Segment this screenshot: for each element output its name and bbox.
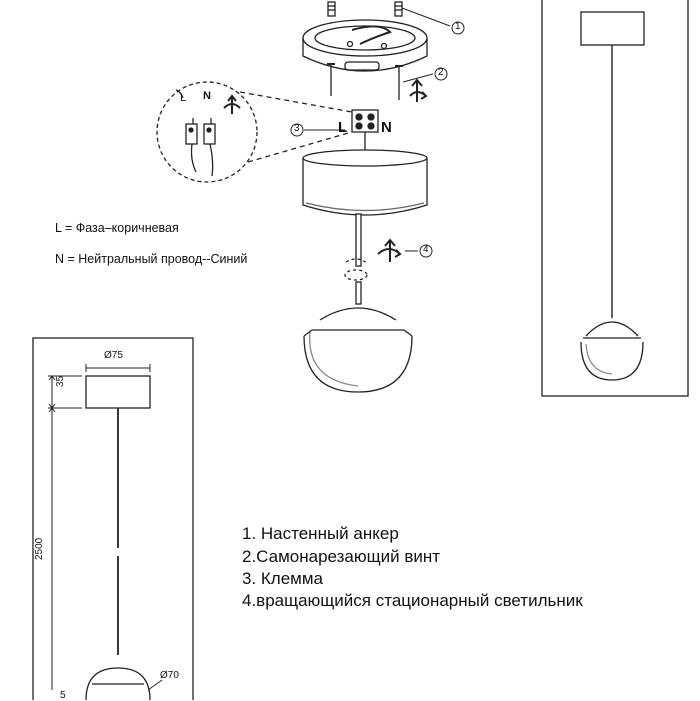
wiring-inset	[156, 81, 353, 183]
self-tapping-screw-left	[327, 63, 335, 96]
dim-canopy	[85, 375, 151, 409]
part-3: 3. Клемма	[242, 569, 324, 588]
dim-shade-height: 5	[60, 690, 66, 701]
product-preview-panel	[541, 0, 689, 397]
legend-phase: L = Фаза–коричневая	[55, 221, 179, 235]
inset-n-label: N	[203, 90, 211, 102]
dim-canopy-height: 35	[55, 375, 66, 387]
part-1: 1. Настенный анкер	[242, 524, 399, 543]
callout-2-circle	[434, 67, 448, 81]
inset-l-label: L	[180, 92, 187, 104]
dim-shade-diameter: Ø70	[160, 670, 179, 681]
canopy	[302, 149, 428, 216]
callout-leaders	[290, 7, 465, 258]
callout-1-label: 1	[455, 21, 461, 32]
dim-cable-length: 2500	[34, 537, 45, 560]
part-4: 4.вращающийся стационарный светильник	[242, 591, 583, 610]
rotate-arrows-icon	[409, 78, 428, 102]
terminal-n-label: N	[381, 119, 392, 136]
terminal-l-label: L	[338, 119, 348, 136]
suspension-cable	[344, 213, 369, 305]
globe-shade	[303, 307, 413, 393]
mounting-plate	[302, 19, 428, 72]
wall-anchor-right	[394, 1, 403, 17]
part-2: 2.Самонарезающий винт	[242, 547, 441, 566]
self-tapping-screw-right	[395, 65, 403, 100]
dimension-drawing	[32, 337, 194, 700]
rotate-arrows-icon-inset	[223, 94, 241, 114]
terminal-block	[351, 109, 379, 150]
callout-3-circle	[290, 123, 304, 137]
exploded-assembly	[302, 1, 428, 393]
callout-3-label: 3	[294, 123, 300, 134]
callout-4-label: 4	[423, 244, 429, 255]
dim-canopy-diameter: Ø75	[104, 350, 123, 361]
wall-anchor-left	[327, 1, 336, 17]
preview-globe	[580, 321, 644, 381]
rotate-arrows-icon-2	[377, 238, 402, 262]
preview-canopy	[580, 11, 645, 46]
callout-1-circle	[451, 21, 465, 35]
dimension-frame	[32, 337, 194, 700]
callout-4-circle	[419, 244, 433, 258]
callout-2-label: 2	[438, 67, 444, 78]
legend-neutral: N = Нейтральный провод--Синий	[55, 252, 248, 266]
